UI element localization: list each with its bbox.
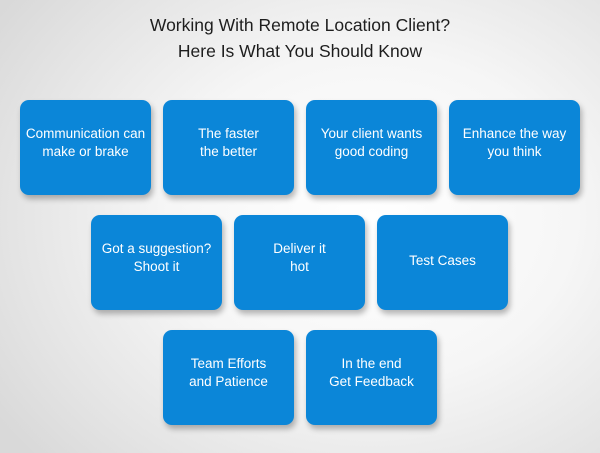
tip-card-suggestion: Got a suggestion? Shoot it bbox=[91, 215, 222, 310]
tip-card-line-2: the better bbox=[199, 143, 258, 159]
tip-card-line-2: hot bbox=[290, 258, 309, 274]
title-line-2: Here Is What You Should Know bbox=[177, 41, 423, 61]
tip-card-faster: The faster the better bbox=[163, 100, 294, 195]
tip-card-team-efforts: Team Efforts and Patience bbox=[163, 330, 294, 425]
tip-card-line-2: you think bbox=[487, 143, 542, 159]
tip-card-line-2: good coding bbox=[334, 143, 409, 159]
tip-card-line-1: Deliver it bbox=[273, 240, 326, 256]
tip-card-line-1: Test Cases bbox=[409, 252, 476, 268]
tip-card-deliver-hot: Deliver it hot bbox=[234, 215, 365, 310]
tip-card-enhance-thinking: Enhance the way you think bbox=[449, 100, 580, 195]
tip-card-good-coding: Your client wants good coding bbox=[306, 100, 437, 195]
tip-card-line-2: make or brake bbox=[42, 143, 129, 159]
tip-card-communication: Communication can make or brake bbox=[20, 100, 151, 195]
tip-card-feedback: In the end Get Feedback bbox=[306, 330, 437, 425]
tip-card-line-1: The faster bbox=[198, 125, 259, 141]
tip-card-line-2: Shoot it bbox=[133, 258, 180, 274]
tip-card-line-1: Communication can bbox=[25, 125, 146, 141]
tip-card-line-1: Your client wants bbox=[320, 125, 423, 141]
tip-card-line-1: Got a suggestion? bbox=[101, 240, 212, 256]
tip-card-line-1: Enhance the way bbox=[462, 125, 567, 141]
tip-card-line-2: Get Feedback bbox=[329, 373, 414, 389]
tip-card-line-1: In the end bbox=[341, 355, 402, 371]
tip-card-line-1: Team Efforts bbox=[190, 355, 267, 371]
tip-card-test-cases: Test Cases bbox=[377, 215, 508, 310]
page-title: Working With Remote Location Client? Her… bbox=[0, 12, 600, 64]
title-line-1: Working With Remote Location Client? bbox=[149, 15, 451, 35]
tip-card-line-2: and Patience bbox=[189, 373, 268, 389]
